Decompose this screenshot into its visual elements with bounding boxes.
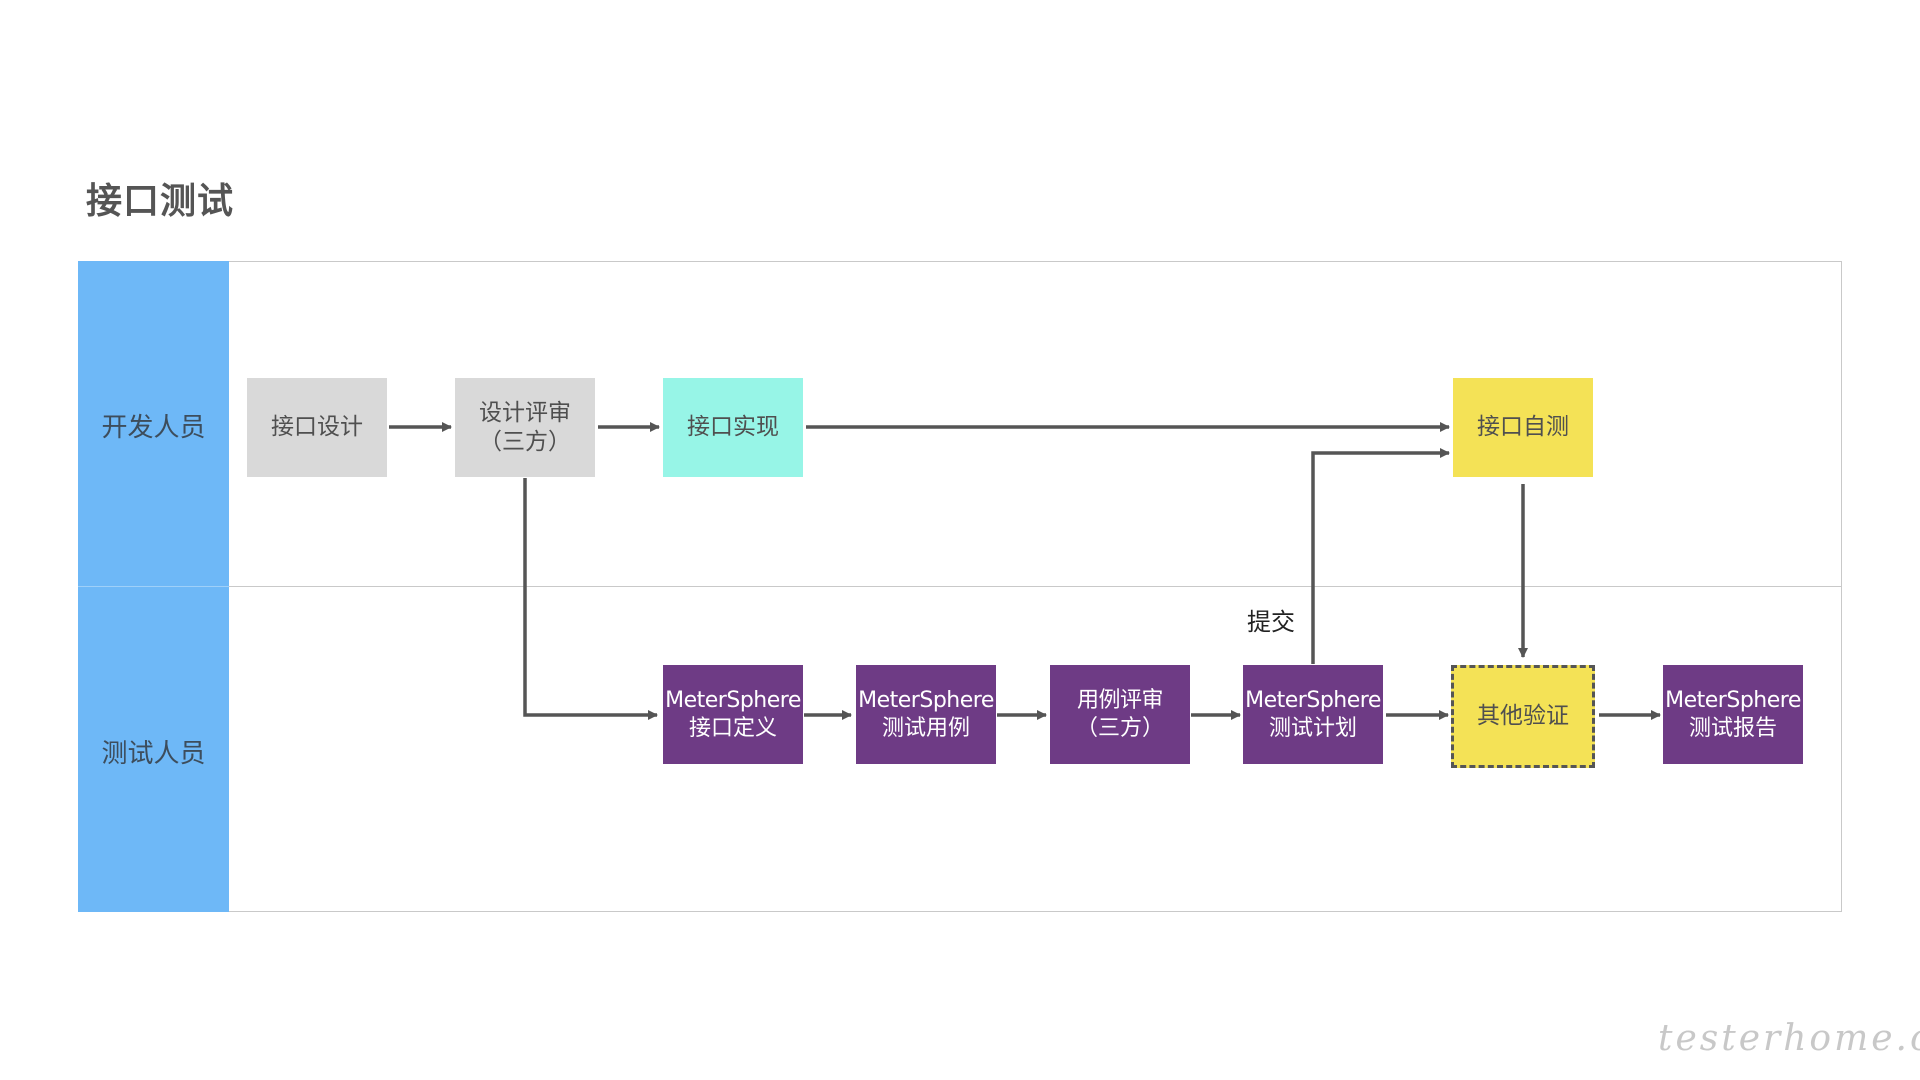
node-case-review-sublabel: （三方） [1075, 715, 1164, 741]
node-ms-api-definition-sublabel: 接口定义 [688, 715, 777, 741]
node-api-impl-label: 接口实现 [687, 414, 779, 441]
node-ms-test-report-label: MeterSphere [1665, 688, 1801, 713]
node-api-design[interactable]: 接口设计 [247, 378, 387, 477]
node-ms-test-plan-label: MeterSphere [1245, 688, 1381, 713]
edge-label-submit: 提交 [1247, 608, 1295, 636]
arrow-testplan-submit-to-selftest [1311, 448, 1450, 664]
node-ms-test-case-label: MeterSphere [858, 688, 994, 713]
lane-header-divider [78, 586, 229, 587]
node-case-review-label: 用例评审 [1076, 688, 1164, 713]
node-ms-test-report[interactable]: MeterSphere 测试报告 [1663, 665, 1803, 764]
lane-divider [78, 586, 1842, 587]
watermark: testerhome.com [1658, 1018, 1920, 1059]
node-case-review[interactable]: 用例评审 （三方） [1050, 665, 1190, 764]
node-api-selftest-label: 接口自测 [1477, 414, 1569, 441]
node-ms-test-plan[interactable]: MeterSphere 测试计划 [1243, 665, 1383, 764]
node-design-review-sublabel: （三方） [479, 428, 571, 455]
node-api-impl[interactable]: 接口实现 [663, 378, 803, 477]
node-ms-api-definition-label: MeterSphere [665, 688, 801, 713]
node-ms-api-definition[interactable]: MeterSphere 接口定义 [663, 665, 803, 764]
node-ms-test-case[interactable]: MeterSphere 测试用例 [856, 665, 996, 764]
node-other-verification-label: 其他验证 [1477, 703, 1569, 730]
node-ms-test-report-sublabel: 测试报告 [1688, 715, 1777, 741]
node-api-selftest[interactable]: 接口自测 [1453, 378, 1593, 477]
lane-label-developer: 开发人员 [101, 413, 206, 443]
node-ms-test-plan-sublabel: 测试计划 [1268, 715, 1357, 741]
page-title: 接口测试 [86, 181, 235, 222]
node-api-design-label: 接口设计 [271, 414, 363, 441]
node-design-review[interactable]: 设计评审 （三方） [455, 378, 595, 477]
node-other-verification[interactable]: 其他验证 [1451, 665, 1595, 768]
node-ms-test-case-sublabel: 测试用例 [881, 715, 970, 741]
lane-label-tester: 测试人员 [101, 739, 206, 769]
arrow-review-to-api-def [523, 478, 658, 720]
node-design-review-label: 设计评审 [479, 399, 571, 426]
